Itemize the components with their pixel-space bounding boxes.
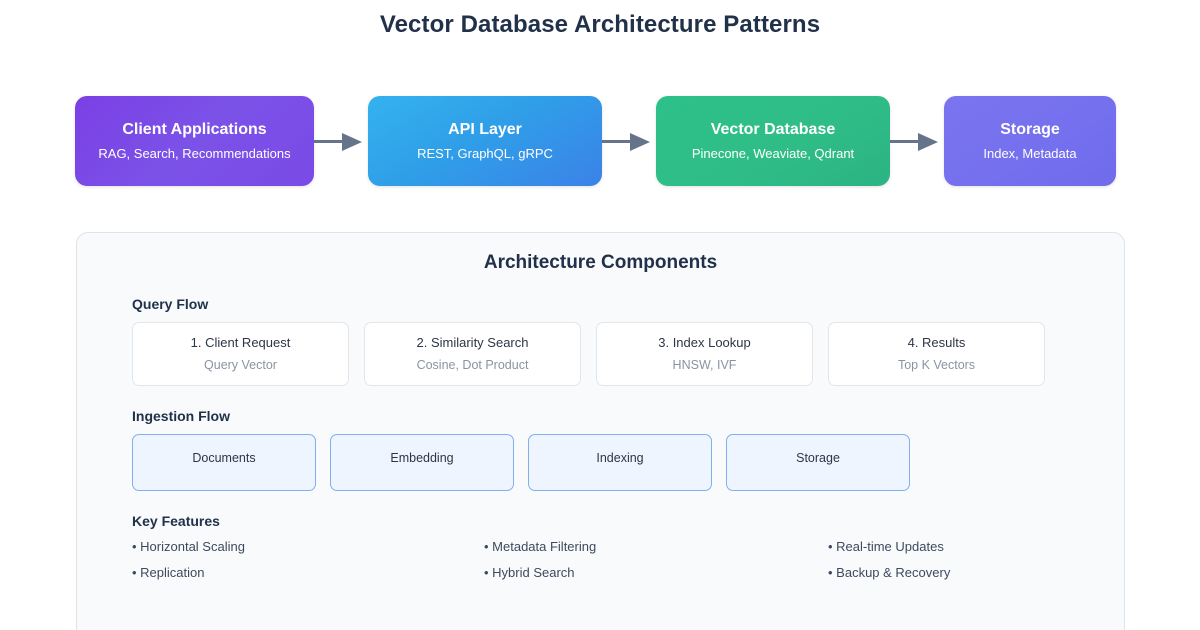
ingestion-flow-card-row: Documents Embedding Indexing Storage xyxy=(132,434,1069,491)
query-flow-card[interactable]: 4. Results Top K Vectors xyxy=(828,322,1045,386)
card-title: 2. Similarity Search xyxy=(416,334,529,350)
flow-box-subtitle: RAG, Search, Recommendations xyxy=(98,146,291,162)
flow-box-title: API Layer xyxy=(448,120,522,138)
feature-item: • Metadata Filtering xyxy=(484,539,597,554)
ingestion-flow-card[interactable]: Indexing xyxy=(528,434,712,491)
ingestion-flow-card[interactable]: Embedding xyxy=(330,434,514,491)
section-heading-ingestion-flow: Ingestion Flow xyxy=(132,408,230,424)
card-label: Documents xyxy=(192,451,256,465)
arrow-head xyxy=(342,133,362,151)
card-subtitle: Cosine, Dot Product xyxy=(416,357,529,372)
flow-box-client-applications[interactable]: Client Applications RAG, Search, Recomme… xyxy=(75,96,314,186)
card-subtitle: Query Vector xyxy=(204,357,277,372)
card-label: Storage xyxy=(796,451,840,465)
arrow-shaft xyxy=(890,140,926,143)
arrow-shaft xyxy=(602,140,638,143)
panel-title: Architecture Components xyxy=(483,252,718,273)
feature-item: • Horizontal Scaling xyxy=(132,539,245,554)
flow-box-title: Vector Database xyxy=(710,120,836,138)
arrow-right-icon xyxy=(890,129,944,153)
flow-box-subtitle: Index, Metadata xyxy=(983,146,1077,162)
query-flow-card[interactable]: 2. Similarity Search Cosine, Dot Product xyxy=(364,322,581,386)
flow-box-vector-database[interactable]: Vector Database Pinecone, Weaviate, Qdra… xyxy=(656,96,890,186)
query-flow-card[interactable]: 1. Client Request Query Vector xyxy=(132,322,349,386)
feature-item: • Backup & Recovery xyxy=(828,564,951,580)
feature-item: • Replication xyxy=(132,564,205,580)
card-subtitle: HNSW, IVF xyxy=(672,357,737,372)
flow-box-title: Client Applications xyxy=(122,120,267,138)
arrow-shaft xyxy=(314,140,350,143)
key-features-grid: • Horizontal Scaling • Metadata Filterin… xyxy=(132,539,1069,580)
query-flow-card-row: 1. Client Request Query Vector 2. Simila… xyxy=(132,322,1069,386)
arrow-head xyxy=(918,133,938,151)
section-query-flow: Query Flow 1. Client Request Query Vecto… xyxy=(77,296,1124,386)
section-ingestion-flow: Ingestion Flow Documents Embedding Index… xyxy=(77,408,1124,491)
architecture-flow: Client Applications RAG, Search, Recomme… xyxy=(75,96,1125,186)
card-title: 1. Client Request xyxy=(190,334,291,350)
card-subtitle: Top K Vectors xyxy=(897,357,976,372)
flow-box-subtitle: Pinecone, Weaviate, Qdrant xyxy=(691,146,855,162)
section-heading-query-flow: Query Flow xyxy=(132,296,209,312)
architecture-components-panel: Architecture Components Query Flow 1. Cl… xyxy=(76,232,1125,630)
arrow-head xyxy=(630,133,650,151)
ingestion-flow-card[interactable]: Storage xyxy=(726,434,910,491)
section-heading-key-features: Key Features xyxy=(132,513,220,529)
card-title: 4. Results xyxy=(907,334,966,350)
card-label: Indexing xyxy=(596,451,644,465)
feature-item: • Hybrid Search xyxy=(484,564,575,580)
arrow-right-icon xyxy=(314,129,368,153)
flow-box-title: Storage xyxy=(1000,120,1060,138)
query-flow-card[interactable]: 3. Index Lookup HNSW, IVF xyxy=(596,322,813,386)
flow-box-storage[interactable]: Storage Index, Metadata xyxy=(944,96,1116,186)
feature-item: • Real-time Updates xyxy=(828,539,944,554)
arrow-right-icon xyxy=(602,129,656,153)
ingestion-flow-card[interactable]: Documents xyxy=(132,434,316,491)
card-title: 3. Index Lookup xyxy=(658,334,751,350)
card-label: Embedding xyxy=(390,451,454,465)
flow-box-api-layer[interactable]: API Layer REST, GraphQL, gRPC xyxy=(368,96,602,186)
section-key-features: Key Features • Horizontal Scaling • Meta… xyxy=(77,513,1124,580)
flow-box-subtitle: REST, GraphQL, gRPC xyxy=(417,146,553,162)
page-title: Vector Database Architecture Patterns xyxy=(379,11,821,38)
